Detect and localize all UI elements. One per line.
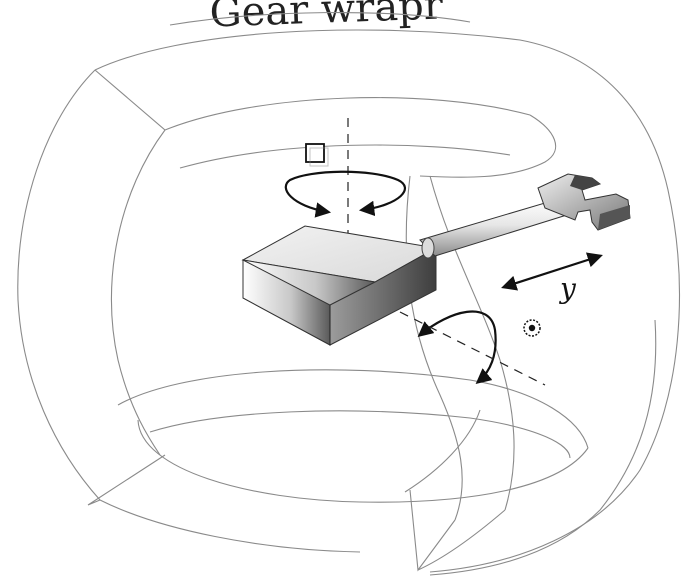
dot-circle-symbol <box>523 319 541 337</box>
wireframe-shell <box>17 12 680 576</box>
rotation-arrow-vertical <box>284 170 406 218</box>
square-symbol <box>305 143 329 167</box>
rotation-arrow-tilted <box>417 310 497 384</box>
wrench-block <box>241 225 438 346</box>
tilted-axis <box>399 311 546 386</box>
y-axis-arrow <box>501 252 603 291</box>
y-axis-label: y <box>558 272 577 305</box>
wrench-jaw <box>537 173 631 231</box>
